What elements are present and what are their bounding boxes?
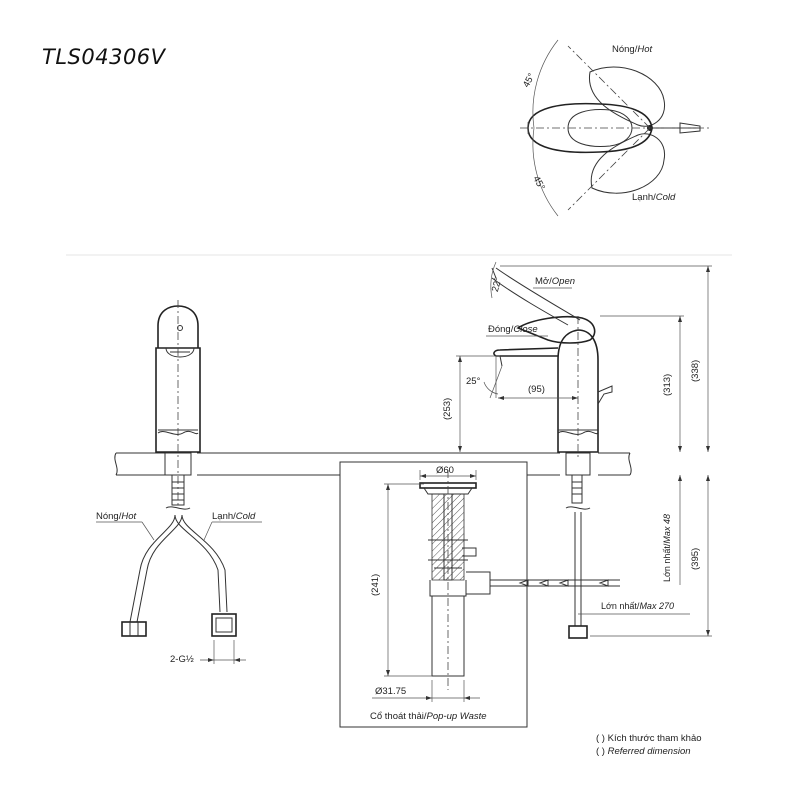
waste-height-dim: (241): [370, 574, 381, 596]
popup-waste: Ø60 (241) Ø31.75 Cổ thoát thải/Pop-up Wa…: [339, 461, 528, 728]
countertop: [114, 452, 632, 476]
front-view: 2-G½ Nóng/Hot Lạnh/Cold: [96, 300, 262, 665]
thread-label: 2-G½: [170, 654, 194, 665]
body-height-dim: (313): [662, 374, 673, 396]
close-label: Đóng/Close: [488, 324, 538, 335]
legend: ( ) Kích thước tham khảo ( ) Referred di…: [596, 733, 702, 757]
angle-open-label: 22°: [490, 276, 504, 293]
side-view: Mở/Open Đóng/Close 22° 25° (95) (253) (3…: [442, 261, 712, 639]
angle-spout-label: 25°: [466, 376, 481, 387]
max-270-label: Lớn nhất/Max 270: [601, 601, 674, 611]
cold-label-top: Lạnh/Cold: [632, 192, 676, 203]
angle-top-label: 45°: [521, 71, 538, 89]
total-height-dim: (338): [690, 360, 701, 382]
reach-dim: (95): [528, 384, 545, 395]
waste-diameter-bottom: Ø31.75: [375, 686, 406, 697]
open-label: Mở/Open: [535, 276, 575, 287]
below-deck-dim: (395): [690, 548, 701, 570]
spout-height-dim: (253): [442, 398, 453, 420]
hot-label-front: Nóng/Hot: [96, 511, 137, 522]
waste-caption: Cổ thoát thải/Pop-up Waste: [370, 711, 487, 722]
legend-line-1: ( ) Kích thước tham khảo: [596, 733, 702, 744]
legend-line-2: ( ) Referred dimension: [596, 746, 691, 757]
max-thickness-label: Lớn nhất/Max 48: [662, 514, 672, 582]
hot-label-top: Nóng/Hot: [612, 44, 653, 55]
waste-diameter-top: Ø60: [436, 465, 454, 476]
model-title: TLS04306V: [42, 45, 167, 69]
angle-bottom-label: 45°: [530, 174, 547, 192]
top-view: 45° 45° Nóng/Hot Lạnh/Cold: [520, 39, 712, 217]
cold-label-front: Lạnh/Cold: [212, 511, 256, 522]
